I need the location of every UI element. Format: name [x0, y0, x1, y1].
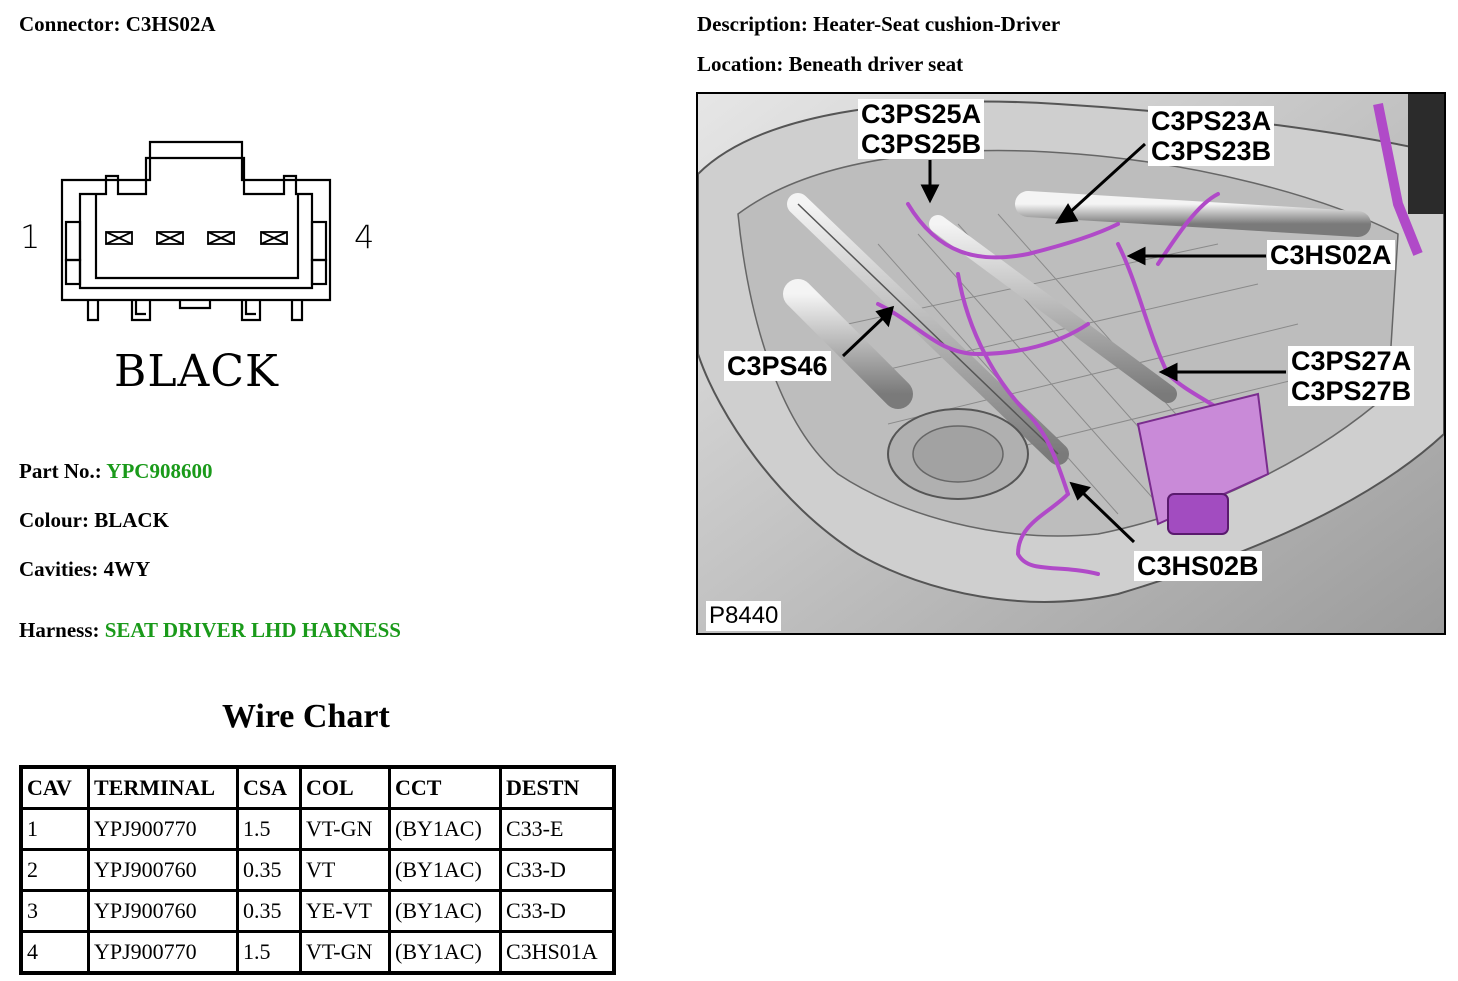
wire-chart-table: CAV TERMINAL CSA COL CCT DESTN 1 YPJ9007…	[19, 765, 616, 975]
callout-c3hs02b: C3HS02B	[1134, 551, 1262, 581]
table-header-row: CAV TERMINAL CSA COL CCT DESTN	[19, 765, 616, 810]
callout-c3ps25b: C3PS25B	[861, 129, 982, 159]
column-header: TERMINAL	[87, 765, 239, 810]
table-row: 4 YPJ900770 1.5 VT-GN (BY1AC) C3HS01A	[19, 930, 616, 975]
cell-cav: 3	[19, 889, 90, 933]
cavity-3	[207, 231, 235, 245]
cell-terminal: YPJ900760	[87, 848, 239, 892]
cell-csa: 1.5	[236, 807, 302, 851]
column-header: CAV	[19, 765, 90, 810]
location-field: Location: Beneath driver seat	[697, 52, 963, 77]
table-row: 1 YPJ900770 1.5 VT-GN (BY1AC) C33-E	[19, 807, 616, 851]
description-label: Description:	[697, 12, 808, 36]
harness-link[interactable]: SEAT DRIVER LHD HARNESS	[104, 618, 401, 642]
callout-c3ps23b: C3PS23B	[1151, 136, 1272, 166]
cell-col: VT-GN	[299, 930, 391, 975]
cavities-label: Cavities:	[19, 557, 99, 581]
connector-cavities	[14, 130, 394, 410]
description-field: Description: Heater-Seat cushion-Driver	[697, 12, 1060, 37]
cell-terminal: YPJ900770	[87, 930, 239, 975]
cavities-value: 4WY	[103, 557, 151, 581]
harness-field: Harness: SEAT DRIVER LHD HARNESS	[19, 618, 401, 643]
figure-id: P8440	[706, 601, 782, 631]
cell-cav: 1	[19, 807, 90, 851]
connector-location-illustration: C3PS25A C3PS25B C3PS23A C3PS23B C3HS02A …	[696, 92, 1446, 635]
connector-value: C3HS02A	[125, 12, 216, 36]
cell-cct: (BY1AC)	[388, 889, 502, 933]
harness-label: Harness:	[19, 618, 100, 642]
callout-c3ps23a: C3PS23A	[1151, 106, 1272, 136]
description-value: Heater-Seat cushion-Driver	[813, 12, 1061, 36]
colour-field: Colour: BLACK	[19, 508, 169, 533]
callout-c3ps27b: C3PS27B	[1291, 376, 1412, 406]
cell-cct: (BY1AC)	[388, 848, 502, 892]
part-no-link[interactable]: YPC908600	[106, 459, 213, 483]
connector-face-diagram	[60, 140, 332, 322]
cell-csa: 0.35	[236, 889, 302, 933]
column-header: COL	[299, 765, 391, 810]
location-value: Beneath driver seat	[788, 52, 964, 76]
table-row: 3 YPJ900760 0.35 YE-VT (BY1AC) C33-D	[19, 889, 616, 933]
connector-field: Connector: C3HS02A	[19, 12, 216, 37]
part-no-field: Part No.: YPC908600	[19, 459, 212, 484]
cavities-field: Cavities: 4WY	[19, 557, 150, 582]
callout-c3ps27a: C3PS27A	[1291, 346, 1412, 376]
seat-frame-illustration	[698, 94, 1444, 633]
colour-label: Colour:	[19, 508, 89, 532]
cell-csa: 1.5	[236, 930, 302, 975]
table-row: 2 YPJ900760 0.35 VT (BY1AC) C33-D	[19, 848, 616, 892]
cell-cct: (BY1AC)	[388, 807, 502, 851]
callout-c3hs02a: C3HS02A	[1267, 240, 1395, 270]
cell-destn: C33-D	[499, 889, 616, 933]
column-header: DESTN	[499, 765, 616, 810]
cavity-1	[105, 231, 133, 245]
callout-c3ps23: C3PS23A C3PS23B	[1148, 106, 1275, 166]
connector-label: Connector:	[19, 12, 121, 36]
cell-destn: C33-D	[499, 848, 616, 892]
location-label: Location:	[697, 52, 784, 76]
pin-4-label: 4	[354, 218, 375, 256]
callout-c3ps27: C3PS27A C3PS27B	[1288, 346, 1415, 406]
pin-1-label: 1	[20, 218, 41, 256]
cell-destn: C33-E	[499, 807, 616, 851]
wire-chart-title: Wire Chart	[222, 698, 390, 735]
cell-csa: 0.35	[236, 848, 302, 892]
cell-destn: C3HS01A	[499, 930, 616, 975]
cell-terminal: YPJ900770	[87, 807, 239, 851]
callout-c3ps25a: C3PS25A	[861, 99, 982, 129]
colour-value: BLACK	[94, 508, 169, 532]
cavity-2	[156, 231, 184, 245]
cell-terminal: YPJ900760	[87, 889, 239, 933]
cell-cav: 4	[19, 930, 90, 975]
part-no-label: Part No.:	[19, 459, 102, 483]
connector-colour-text: BLACK	[114, 346, 279, 397]
cell-cct: (BY1AC)	[388, 930, 502, 975]
column-header: CCT	[388, 765, 502, 810]
cell-col: VT	[299, 848, 391, 892]
column-header: CSA	[236, 765, 302, 810]
callout-c3ps25: C3PS25A C3PS25B	[858, 99, 985, 159]
cavity-4	[260, 231, 288, 245]
cell-col: VT-GN	[299, 807, 391, 851]
cell-cav: 2	[19, 848, 90, 892]
callout-c3ps46: C3PS46	[724, 351, 831, 381]
cell-col: YE-VT	[299, 889, 391, 933]
